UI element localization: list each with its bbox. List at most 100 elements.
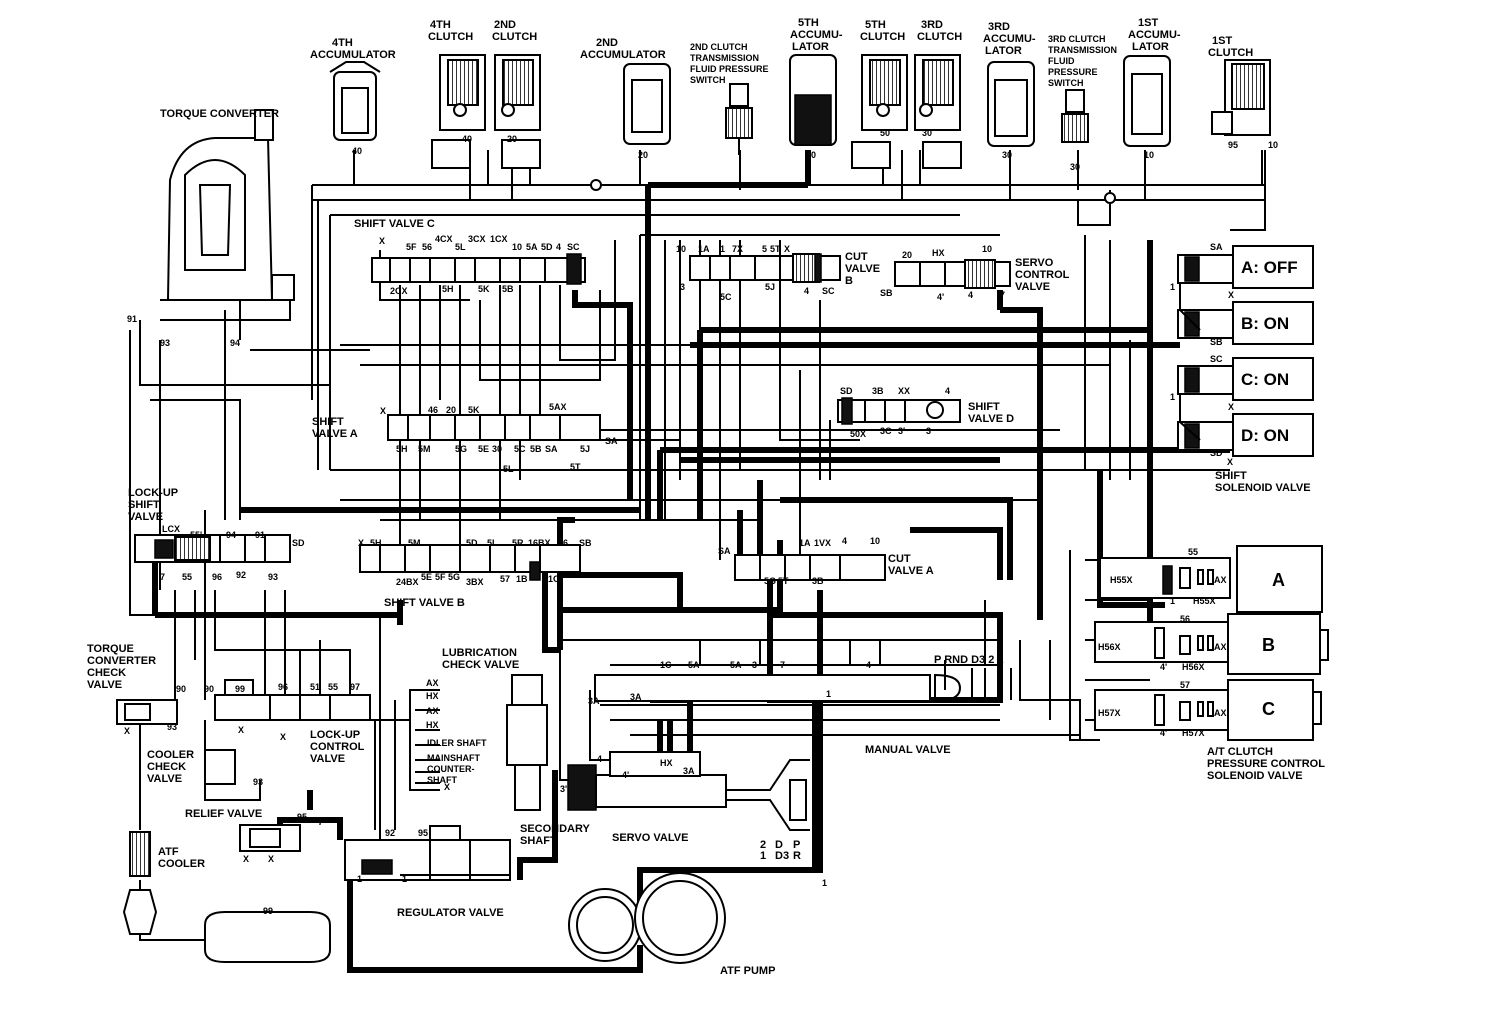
svg-text:SD: SD: [292, 538, 305, 548]
svg-text:3CX: 3CX: [468, 234, 486, 244]
svg-text:5C: 5C: [514, 444, 526, 454]
clutch-1st[interactable]: [1211, 59, 1271, 136]
svg-text:91: 91: [255, 530, 265, 540]
clutch-4th[interactable]: [431, 54, 486, 169]
label-torque-converter: TORQUE CONVERTER: [160, 108, 279, 120]
svg-text:5G: 5G: [448, 572, 460, 582]
svg-text:HX: HX: [660, 758, 673, 768]
svg-text:SB: SB: [880, 288, 893, 298]
pressure-switch-2nd[interactable]: [725, 83, 753, 155]
svg-text:5H: 5H: [442, 284, 454, 294]
relief-valve[interactable]: [239, 824, 301, 852]
svg-text:56: 56: [1180, 614, 1190, 624]
svg-text:5G: 5G: [764, 576, 776, 586]
accumulator-1st[interactable]: [1123, 55, 1171, 147]
svg-text:3B: 3B: [872, 386, 884, 396]
solenoid-state-boxes: A: OFF B: ON C: ON D: ON: [1232, 245, 1314, 457]
shift-valve-a[interactable]: [387, 414, 601, 441]
shift-valve-b[interactable]: [359, 544, 581, 581]
atf-pump[interactable]: [568, 872, 726, 964]
svg-text:5J: 5J: [580, 444, 590, 454]
svg-text:5L: 5L: [503, 464, 514, 474]
servo-valve[interactable]: [567, 751, 810, 831]
svg-text:X: X: [1228, 402, 1234, 412]
svg-text:1C: 1C: [660, 660, 672, 670]
shift-valve-c[interactable]: [371, 253, 586, 285]
cut-valve-a[interactable]: [734, 554, 886, 581]
svg-text:10: 10: [1144, 150, 1154, 160]
svg-text:1VX: 1VX: [814, 538, 831, 548]
solenoid-a-state[interactable]: A: OFF: [1232, 245, 1314, 289]
svg-text:LCX: LCX: [162, 524, 180, 534]
torque-converter-check-valve[interactable]: [116, 699, 178, 725]
manual-valve[interactable]: [594, 660, 1012, 703]
clutch-5th[interactable]: [851, 54, 908, 169]
svg-text:SB: SB: [1210, 337, 1223, 347]
svg-text:5F: 5F: [406, 242, 417, 252]
pressure-solenoid-b[interactable]: B: [1227, 613, 1329, 675]
lockup-shift-valve[interactable]: [134, 534, 291, 563]
shift-valve-d[interactable]: [837, 397, 961, 425]
svg-text:5: 5: [762, 244, 767, 254]
cooler-check-valve[interactable]: [204, 749, 236, 785]
svg-text:H56X: H56X: [1098, 642, 1121, 652]
svg-text:97: 97: [350, 682, 360, 692]
svg-text:5A: 5A: [688, 660, 700, 670]
label-shift-valve-b: SHIFT VALVE B: [384, 597, 465, 609]
svg-text:1CX: 1CX: [490, 234, 508, 244]
regulator-valve[interactable]: [344, 825, 511, 881]
atf-strainer[interactable]: [204, 911, 331, 963]
svg-text:SA: SA: [605, 436, 618, 446]
svg-text:10: 10: [512, 242, 522, 252]
svg-text:5E: 5E: [421, 572, 432, 582]
pressure-solenoid-a[interactable]: A: [1236, 545, 1323, 613]
svg-text:1A: 1A: [799, 538, 811, 548]
svg-text:99: 99: [263, 906, 273, 916]
svg-text:56: 56: [558, 538, 568, 548]
svg-text:5J: 5J: [765, 282, 775, 292]
cut-valve-b[interactable]: [689, 253, 841, 283]
solenoid-d-state[interactable]: D: ON: [1232, 413, 1314, 457]
torque-converter[interactable]: [160, 109, 295, 321]
solenoid-b-state[interactable]: B: ON: [1232, 301, 1314, 345]
pressure-solenoid-boxes: A B C: [1227, 545, 1329, 741]
servo-control-valve[interactable]: [894, 259, 1011, 289]
svg-text:4CX: 4CX: [435, 234, 453, 244]
accumulator-4th[interactable]: [329, 61, 381, 141]
pressure-solenoid-c[interactable]: C: [1227, 679, 1322, 741]
accumulator-3rd[interactable]: [987, 61, 1035, 147]
solenoid-c-state[interactable]: C: ON: [1232, 357, 1314, 401]
pressure-switch-3rd[interactable]: [1061, 89, 1089, 143]
svg-text:3A: 3A: [630, 692, 642, 702]
svg-text:7: 7: [318, 817, 323, 827]
svg-text:5L: 5L: [455, 242, 466, 252]
clutch-3rd[interactable]: [914, 54, 962, 169]
svg-text:4: 4: [556, 242, 561, 252]
svg-text:7X: 7X: [732, 244, 743, 254]
clutch-2nd[interactable]: [494, 54, 541, 169]
svg-text:93: 93: [167, 722, 177, 732]
svg-text:5T: 5T: [570, 462, 581, 472]
svg-text:5L: 5L: [487, 538, 498, 548]
accumulator-2nd[interactable]: [623, 63, 671, 145]
lockup-control-valve[interactable]: [214, 679, 371, 721]
svg-text:3B: 3B: [812, 576, 824, 586]
atf-cooler[interactable]: [122, 831, 158, 935]
lubrication-check-valve[interactable]: [506, 674, 548, 811]
svg-text:4: 4: [945, 386, 950, 396]
svg-text:3: 3: [752, 660, 757, 670]
accumulator-5th[interactable]: [789, 54, 837, 146]
